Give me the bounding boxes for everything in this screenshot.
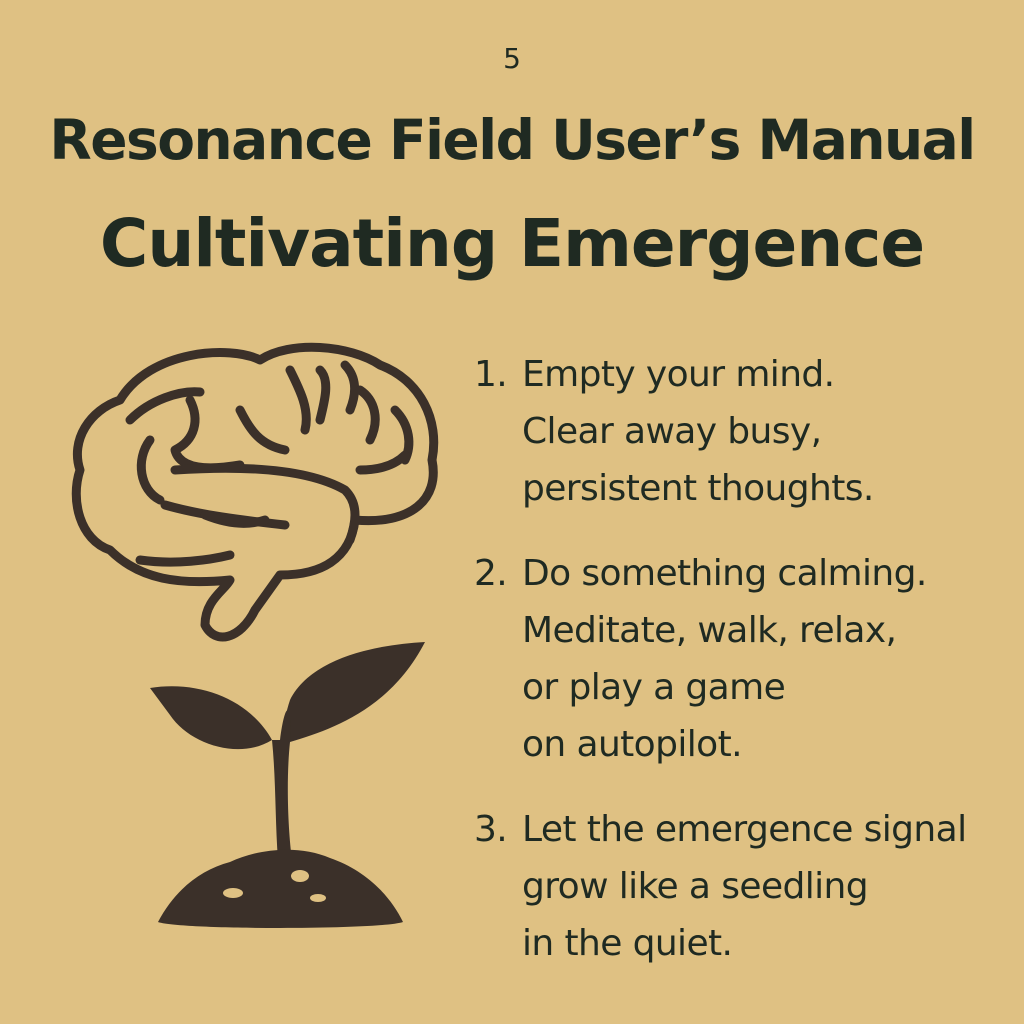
- step-line: Clear away busy,: [522, 411, 822, 452]
- page-number: 5: [503, 42, 521, 75]
- step-line: or play a game: [522, 667, 786, 708]
- step-line: on autopilot.: [522, 724, 743, 765]
- step-line: grow like a seedling: [522, 866, 869, 907]
- step-line: persistent thoughts.: [522, 468, 874, 509]
- manual-title: Resonance Field User’s Manual: [49, 108, 976, 172]
- step-number: 1.: [474, 354, 508, 395]
- step-line: Empty your mind.: [522, 354, 835, 395]
- step-3: 3. Let the emergence signal grow like a …: [474, 801, 1019, 972]
- step-2: 2. Do something calming. Meditate, walk,…: [474, 545, 1019, 773]
- step-number: 2.: [474, 553, 508, 594]
- step-line: Let the emergence signal: [522, 809, 967, 850]
- step-number: 3.: [474, 809, 508, 850]
- step-line: in the quiet.: [522, 923, 733, 964]
- step-line: Do something calming.: [522, 553, 927, 594]
- seedling-icon: [150, 642, 425, 928]
- brain-icon: [71, 342, 439, 642]
- page-heading: Cultivating Emergence: [99, 205, 925, 282]
- step-line: Meditate, walk, relax,: [522, 610, 897, 651]
- steps-list: 1. Empty your mind. Clear away busy, per…: [474, 346, 1019, 1000]
- step-1: 1. Empty your mind. Clear away busy, per…: [474, 346, 1019, 517]
